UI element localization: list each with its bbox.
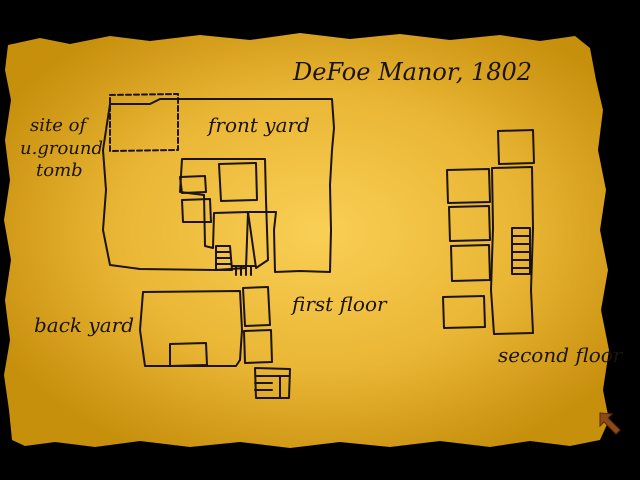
floor-plan-drawing	[102, 93, 535, 399]
parchment-map	[4, 33, 609, 448]
label-second-floor: second floor	[498, 343, 624, 367]
label-front-yard: front yard	[206, 113, 310, 137]
second-floor-room-4	[442, 295, 486, 329]
back-room-2	[243, 329, 273, 364]
tomb-site-outline	[109, 93, 179, 152]
label-tomb-site-line1: site of	[30, 115, 89, 136]
back-yard-outline	[139, 290, 243, 367]
map-title: DeFoe Manor, 1802	[292, 58, 532, 86]
back-yard-inner-room	[169, 342, 208, 367]
second-floor-room-top	[497, 129, 535, 165]
label-tomb-site-line2: u.ground	[20, 138, 103, 159]
room-middle-left	[181, 198, 212, 223]
arrow-cursor-icon[interactable]	[599, 412, 621, 435]
back-stairs	[254, 367, 291, 399]
first-floor-core	[179, 158, 269, 269]
room-upper-right	[218, 162, 258, 202]
second-floor-room-1	[446, 168, 491, 204]
room-upper-left	[179, 175, 207, 194]
second-floor-room-2	[448, 205, 491, 242]
second-floor-corridor	[490, 166, 534, 335]
second-floor-room-3	[450, 244, 491, 282]
label-tomb-site-line3: tomb	[36, 160, 83, 181]
back-room-1	[242, 286, 271, 327]
label-first-floor: first floor	[290, 292, 388, 316]
second-floor-stairs	[511, 227, 531, 275]
front-yard-outline	[102, 98, 335, 273]
label-back-yard: back yard	[34, 313, 134, 337]
first-floor-stairs	[215, 245, 256, 276]
